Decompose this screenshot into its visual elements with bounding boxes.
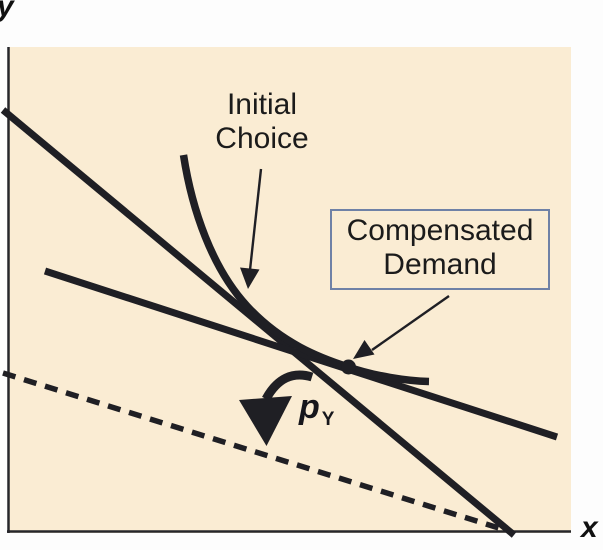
initial-choice-arrow — [240, 168, 263, 289]
compensated-demand-point — [341, 359, 356, 375]
compensated-budget-line — [43, 267, 559, 441]
initial-choice-label: Initial Choice — [172, 88, 352, 156]
y-axis-label: y — [0, 0, 14, 24]
compensated-demand-line1: Compensated — [346, 214, 534, 247]
x-axis-label: x — [581, 511, 598, 544]
initial-choice-line2: Choice — [215, 122, 309, 155]
price-subscript: Y — [321, 409, 335, 430]
compensated-demand-line2: Demand — [383, 248, 497, 281]
indifference-curve — [179, 154, 430, 386]
price-rotation-arrow — [239, 370, 314, 446]
price-symbol: p — [299, 388, 320, 426]
compensated-demand-arrow — [353, 295, 450, 359]
initial-choice-line1: Initial — [226, 88, 298, 121]
compensated-demand-callout: Compensated Demand — [330, 209, 550, 290]
